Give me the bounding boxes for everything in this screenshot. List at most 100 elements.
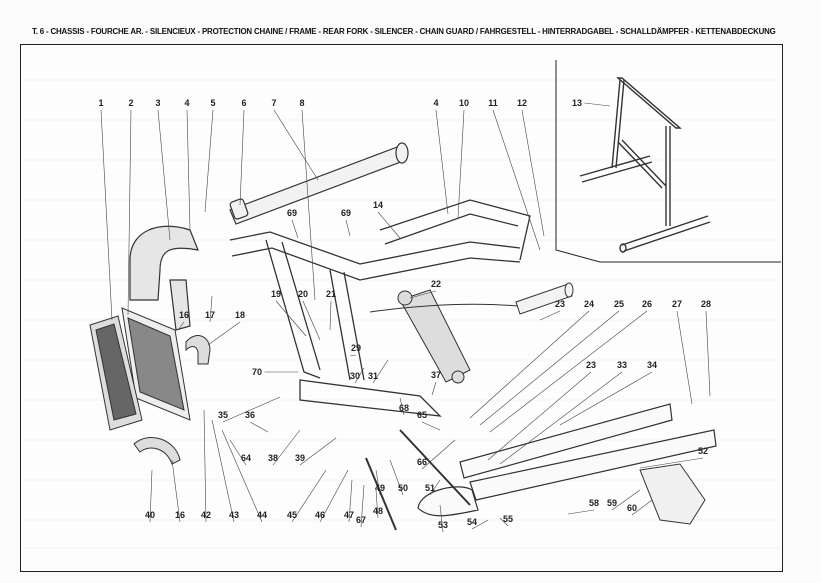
part-label: 11 xyxy=(488,98,498,108)
part-label: 46 xyxy=(315,510,325,520)
leader-line xyxy=(207,321,241,346)
leader-line xyxy=(239,109,245,206)
part-label: 69 xyxy=(287,208,297,218)
leader-line xyxy=(499,517,509,527)
part-label: 31 xyxy=(368,371,378,381)
leader-line xyxy=(186,109,191,231)
page-title: T. 6 - CHASSIS - FOURCHE AR. - SILENCIEU… xyxy=(32,26,776,36)
part-label: 58 xyxy=(589,498,599,508)
leader-line xyxy=(487,371,592,461)
radiator-hose-part xyxy=(185,335,211,365)
silencer-cable xyxy=(369,303,519,313)
leader-line xyxy=(705,310,711,397)
part-label: 50 xyxy=(398,483,408,493)
leader-line xyxy=(157,109,171,241)
part-label: 33 xyxy=(617,360,627,370)
leader-line xyxy=(319,469,349,523)
exhaust-pipe-part xyxy=(129,225,199,331)
part-label: 28 xyxy=(701,299,711,309)
part-label: 8 xyxy=(299,98,304,108)
part-label: 16 xyxy=(175,510,185,520)
part-label: 14 xyxy=(373,200,383,210)
leader-line xyxy=(127,109,132,316)
leader-line xyxy=(499,371,623,465)
silencer-tube-part xyxy=(229,142,409,225)
chain-guard-part xyxy=(639,463,706,525)
part-label: 59 xyxy=(607,498,617,508)
leader-line xyxy=(222,396,281,423)
part-label: 17 xyxy=(205,310,215,320)
leader-line xyxy=(275,300,307,337)
shock-absorber-part xyxy=(397,289,471,384)
leader-line xyxy=(521,109,545,237)
leader-line xyxy=(354,367,365,384)
part-label: 7 xyxy=(271,98,276,108)
part-label: 39 xyxy=(295,453,305,463)
part-label: 25 xyxy=(614,299,624,309)
leader-line xyxy=(209,295,213,323)
leader-line xyxy=(639,457,704,469)
leader-line xyxy=(435,109,449,215)
part-label: 3 xyxy=(155,98,160,108)
leader-line xyxy=(431,381,437,396)
part-label: 23 xyxy=(555,299,565,309)
leader-line xyxy=(272,429,301,466)
part-label: 42 xyxy=(201,510,211,520)
leader-line xyxy=(301,109,316,301)
leader-line xyxy=(211,419,235,523)
part-label: 35 xyxy=(218,410,228,420)
leader-line xyxy=(204,109,214,213)
leader-line xyxy=(229,439,247,466)
part-label: 2 xyxy=(128,98,133,108)
leader-line xyxy=(348,479,353,523)
part-label: 10 xyxy=(459,98,469,108)
part-label: 47 xyxy=(344,510,354,520)
leader-line xyxy=(676,310,693,405)
leader-line xyxy=(375,469,381,496)
part-label: 38 xyxy=(268,453,278,463)
leader-line xyxy=(439,504,444,533)
part-label: 48 xyxy=(373,506,383,516)
leader-line xyxy=(489,310,648,433)
part-label: 16 xyxy=(179,310,189,320)
leader-line xyxy=(177,321,185,331)
leader-line xyxy=(479,310,620,426)
part-label: 18 xyxy=(235,310,245,320)
radiator-part xyxy=(121,307,191,421)
part-label: 5 xyxy=(210,98,215,108)
leader-line xyxy=(249,421,269,433)
leader-line xyxy=(409,290,437,299)
part-label: 51 xyxy=(425,483,435,493)
part-label: 55 xyxy=(503,514,513,524)
leader-line xyxy=(389,459,404,496)
part-label: 34 xyxy=(647,360,657,370)
leader-line xyxy=(329,300,332,331)
leader-line xyxy=(492,109,541,251)
part-label: 60 xyxy=(627,503,637,513)
leader-line xyxy=(302,300,321,341)
part-label: 52 xyxy=(698,446,708,456)
part-label: 6 xyxy=(241,98,246,108)
long-bolt-part xyxy=(365,457,397,531)
leader-line xyxy=(203,409,207,523)
part-label: 13 xyxy=(572,98,582,108)
swingarm-part xyxy=(417,403,717,517)
part-label: 49 xyxy=(375,483,385,493)
part-label: 21 xyxy=(326,289,336,299)
leader-line xyxy=(429,479,441,496)
leader-line xyxy=(559,371,653,426)
part-label: 53 xyxy=(438,520,448,530)
part-label: 69 xyxy=(341,208,351,218)
leader-line xyxy=(457,109,465,219)
leader-line xyxy=(273,109,319,181)
leader-line xyxy=(471,519,489,530)
leader-line xyxy=(349,354,357,357)
part-label: 64 xyxy=(241,453,251,463)
part-label: 37 xyxy=(431,370,441,380)
part-label: 24 xyxy=(584,299,594,309)
leader-lines xyxy=(100,102,711,533)
part-label: 45 xyxy=(287,510,297,520)
part-label: 4 xyxy=(433,98,438,108)
part-label: 66 xyxy=(417,457,427,467)
